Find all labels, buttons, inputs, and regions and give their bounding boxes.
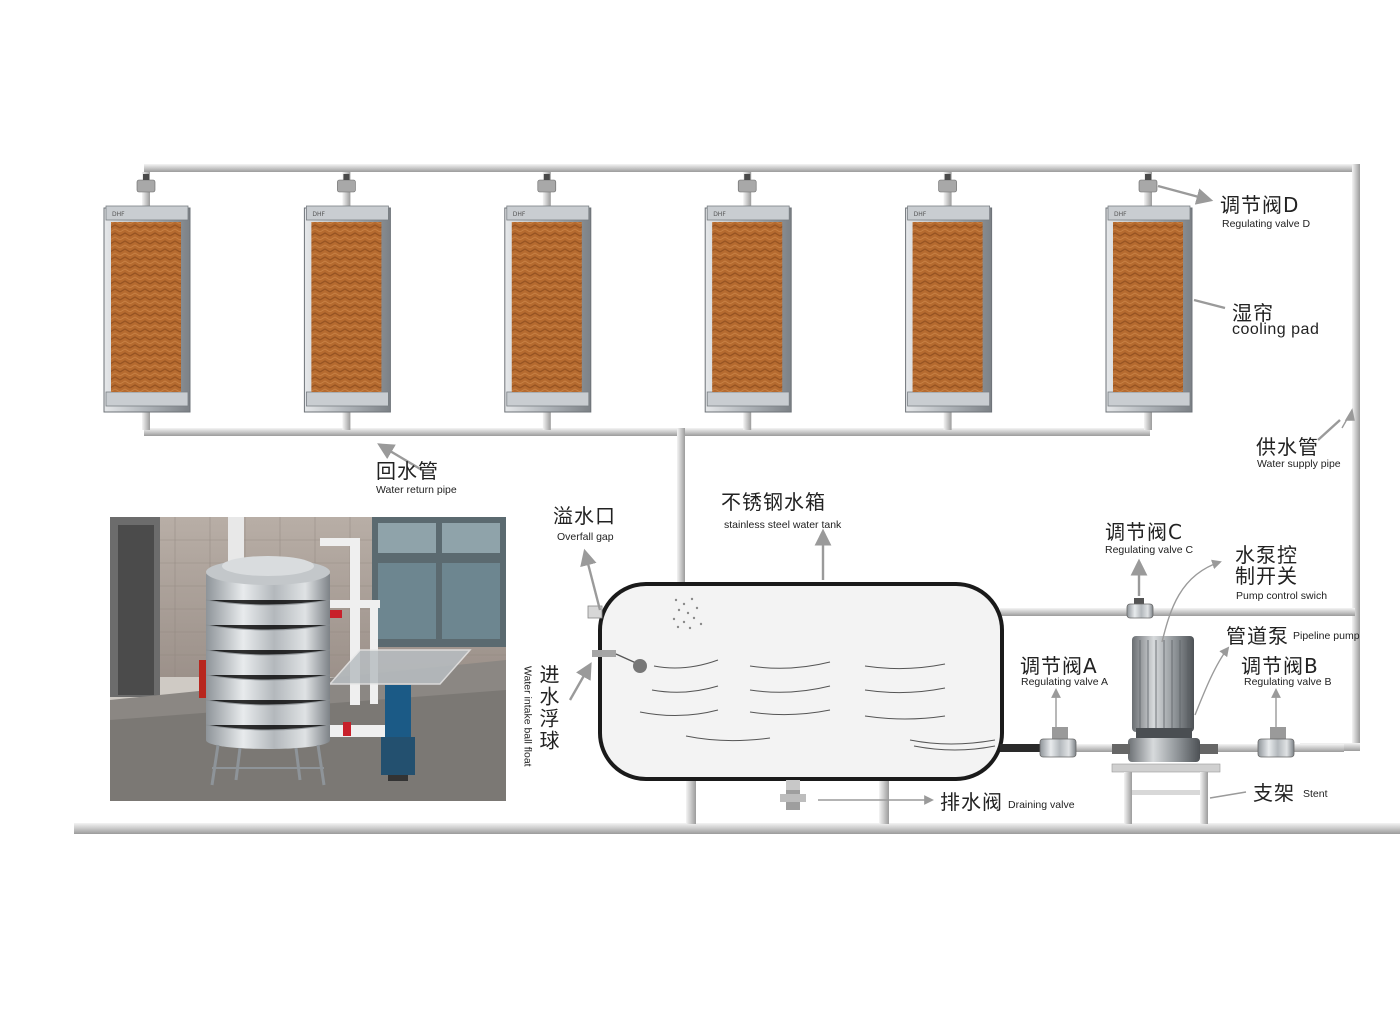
cooling-pad: DHF	[303, 172, 391, 430]
cooling-pad: DHF	[905, 172, 993, 430]
pipeline-pump	[1112, 636, 1218, 762]
stent	[1111, 763, 1221, 824]
svg-text:DHF: DHF	[1114, 211, 1127, 218]
valve-c-label-zh: 调节阀C	[1105, 520, 1183, 544]
installation-photo	[110, 517, 506, 801]
cooling-pad-label-en: cooling pad	[1232, 321, 1320, 338]
stainless-steel-water-tank	[587, 582, 1004, 824]
water-return-pipe	[144, 428, 1150, 586]
svg-text:DHF: DHF	[513, 211, 526, 218]
return-pipe-label-zh: 回水管	[376, 459, 439, 483]
valve-a-label-zh: 调节阀A	[1020, 654, 1098, 678]
pump-switch-label-zh-1: 水泵控	[1235, 543, 1298, 567]
valve-c-label-en: Regulating valve C	[1105, 544, 1194, 556]
label-arrows	[377, 184, 1341, 805]
valve-d-label-zh: 调节阀D	[1220, 193, 1300, 217]
regulating-valve-c	[1126, 598, 1154, 619]
intake-float-label-zh: 进水浮球	[536, 664, 560, 752]
valve-d-label-en: Regulating valve D	[1222, 218, 1311, 230]
regulating-valve-a	[1039, 727, 1077, 758]
cooling-pad: DHF	[103, 172, 191, 430]
supply-pipe-label-en: Water supply pipe	[1257, 458, 1341, 470]
svg-text:DHF: DHF	[312, 211, 325, 218]
overfall-label-zh: 溢水口	[553, 504, 616, 528]
draining-valve	[780, 780, 806, 810]
pump-switch-label-en: Pump control swich	[1236, 590, 1328, 602]
draining-valve-label-en: Draining valve	[1008, 799, 1075, 811]
pipeline-pump-label-zh: 管道泵	[1226, 624, 1289, 648]
overfall-label-en: Overfall gap	[557, 531, 614, 543]
pipeline-pump-label-en: Pipeline pump	[1293, 630, 1360, 642]
cooling-pads-group: DHF DHF DHF DHF DHF DHF	[103, 172, 1193, 430]
tank-label-zh: 不锈钢水箱	[721, 490, 826, 514]
draining-valve-label-zh: 排水阀	[940, 790, 1003, 814]
supply-pipe-label-zh: 供水管	[1256, 435, 1319, 459]
svg-text:DHF: DHF	[112, 211, 125, 218]
valve-b-label-zh: 调节阀B	[1241, 654, 1319, 678]
cooling-pad: DHF	[704, 172, 792, 430]
valve-b-label-en: Regulating valve B	[1244, 676, 1332, 688]
intake-float-label-en: Water intake ball float	[521, 666, 534, 767]
floor-line	[74, 823, 1400, 834]
cooling-pad: DHF	[1105, 172, 1193, 430]
stent-label-en: Stent	[1303, 788, 1328, 800]
svg-text:DHF: DHF	[914, 211, 927, 218]
cooling-pad: DHF	[504, 172, 592, 430]
valve-a-label-en: Regulating valve A	[1021, 676, 1108, 688]
cooling-pad-label-zh: 湿帘	[1232, 301, 1274, 325]
stent-label-zh: 支架	[1253, 781, 1295, 805]
return-pipe-label-en: Water return pipe	[376, 484, 457, 496]
pump-switch-label-zh-2: 制开关	[1235, 564, 1298, 588]
regulating-valve-b	[1257, 727, 1295, 758]
svg-text:DHF: DHF	[713, 211, 726, 218]
tank-label-en: stainless steel water tank	[724, 519, 842, 531]
